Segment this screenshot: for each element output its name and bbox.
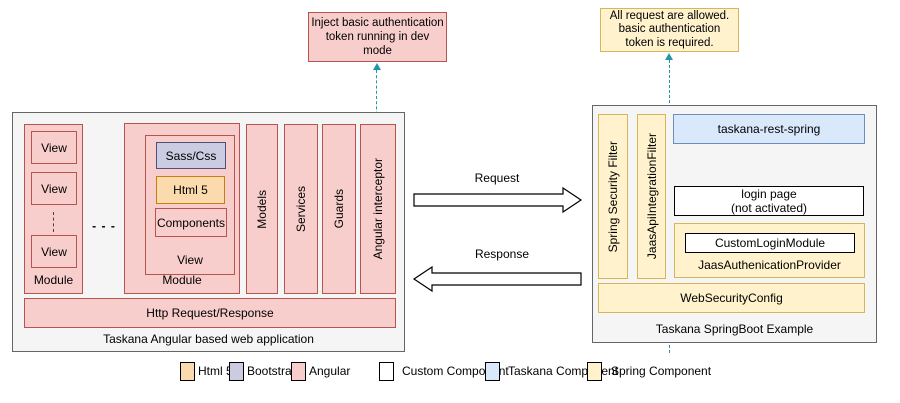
jaas-api-integration-filter-bar: JaasApiIntegrationFilter (637, 114, 666, 279)
view-box: View (31, 131, 77, 164)
module-1: View View View Module (24, 124, 83, 294)
dashed-connector-left (376, 70, 377, 125)
taskana-angular-container: View View View Module - - - Sass/Css Htm… (12, 112, 405, 352)
models-bar: Models (246, 124, 278, 294)
legend-item-html5: Html 5 (180, 361, 233, 381)
arrow-up-head-right-icon (665, 53, 673, 60)
arrow-up-head-left-icon (373, 63, 381, 70)
html5-box: Html 5 (156, 176, 225, 204)
module-label: Module (33, 273, 74, 287)
left-container-title: Taskana Angular based web application (103, 332, 314, 346)
legend-item-bootstrap: Bootstrap (229, 361, 298, 381)
login-page-box: login page (not activated) (674, 186, 864, 216)
vertical-ellipsis-icon (53, 212, 54, 232)
components-box: Components (155, 208, 227, 237)
angular-interceptor-label: Angular interceptor (371, 158, 385, 260)
angular-swatch-icon (291, 361, 306, 381)
jaas-authentication-provider-box: CustomLoginModule JaasAuthenicationProvi… (674, 223, 865, 278)
spring-security-filter-label: Spring Security Filter (606, 140, 620, 253)
legend-item-spring: Spring Component (587, 361, 711, 381)
bootstrap-swatch-icon (229, 361, 244, 381)
annotation-inject-token: Inject basic authentication token runnin… (308, 12, 447, 62)
legend-item-angular: Angular (291, 361, 350, 381)
spring-security-filter-bar: Spring Security Filter (598, 114, 628, 279)
taskana-component-swatch-icon (485, 361, 500, 381)
request-arrow-icon (413, 187, 583, 213)
services-bar: Services (284, 124, 318, 294)
guards-label: Guards (332, 189, 346, 229)
module-2: Sass/Css Html 5 Components View Module (124, 123, 240, 294)
html5-swatch-icon (180, 361, 195, 381)
response-label: Response (474, 247, 530, 261)
legend-label: Custom Component (402, 364, 509, 378)
taskana-rest-spring-box: taskana-rest-spring (673, 114, 865, 144)
legend-label: Angular (309, 364, 351, 378)
legend-label: Html 5 (198, 364, 233, 378)
angular-interceptor-bar: Angular interceptor (360, 124, 396, 294)
legend-label: Bootstrap (247, 364, 299, 378)
web-security-config-bar: WebSecurityConfig (598, 283, 865, 313)
spring-component-swatch-icon (587, 361, 602, 381)
services-label: Services (294, 185, 308, 232)
jaas-api-integration-filter-label: JaasApiIntegrationFilter (644, 133, 659, 260)
view-box: View (31, 172, 77, 205)
guards-bar: Guards (322, 124, 356, 294)
custom-component-swatch-icon (379, 361, 394, 381)
legend-label: Spring Component (611, 364, 712, 378)
view-label: View (177, 253, 203, 267)
view-box: View (31, 235, 77, 268)
view-container: Sass/Css Html 5 Components View (145, 135, 235, 275)
jaas-authentication-provider-label: JaasAuthenicationProvider (698, 258, 841, 272)
annotation-all-requests: All request are allowed. basic authentic… (600, 8, 739, 52)
module-label: Module (162, 273, 202, 287)
custom-login-module-box: CustomLoginModule (685, 233, 855, 253)
sass-css-box: Sass/Css (156, 142, 226, 169)
response-arrow-icon (412, 266, 582, 292)
http-request-response-bar: Http Request/Response (24, 298, 396, 328)
module-ellipsis: - - - (92, 219, 116, 233)
right-container-title: Taskana SpringBoot Example (655, 322, 814, 336)
legend-item-custom: Custom Component (379, 361, 509, 381)
models-label: Models (255, 189, 269, 229)
taskana-springboot-container: Spring Security Filter JaasApiIntegratio… (592, 105, 877, 343)
request-label: Request (474, 171, 520, 185)
